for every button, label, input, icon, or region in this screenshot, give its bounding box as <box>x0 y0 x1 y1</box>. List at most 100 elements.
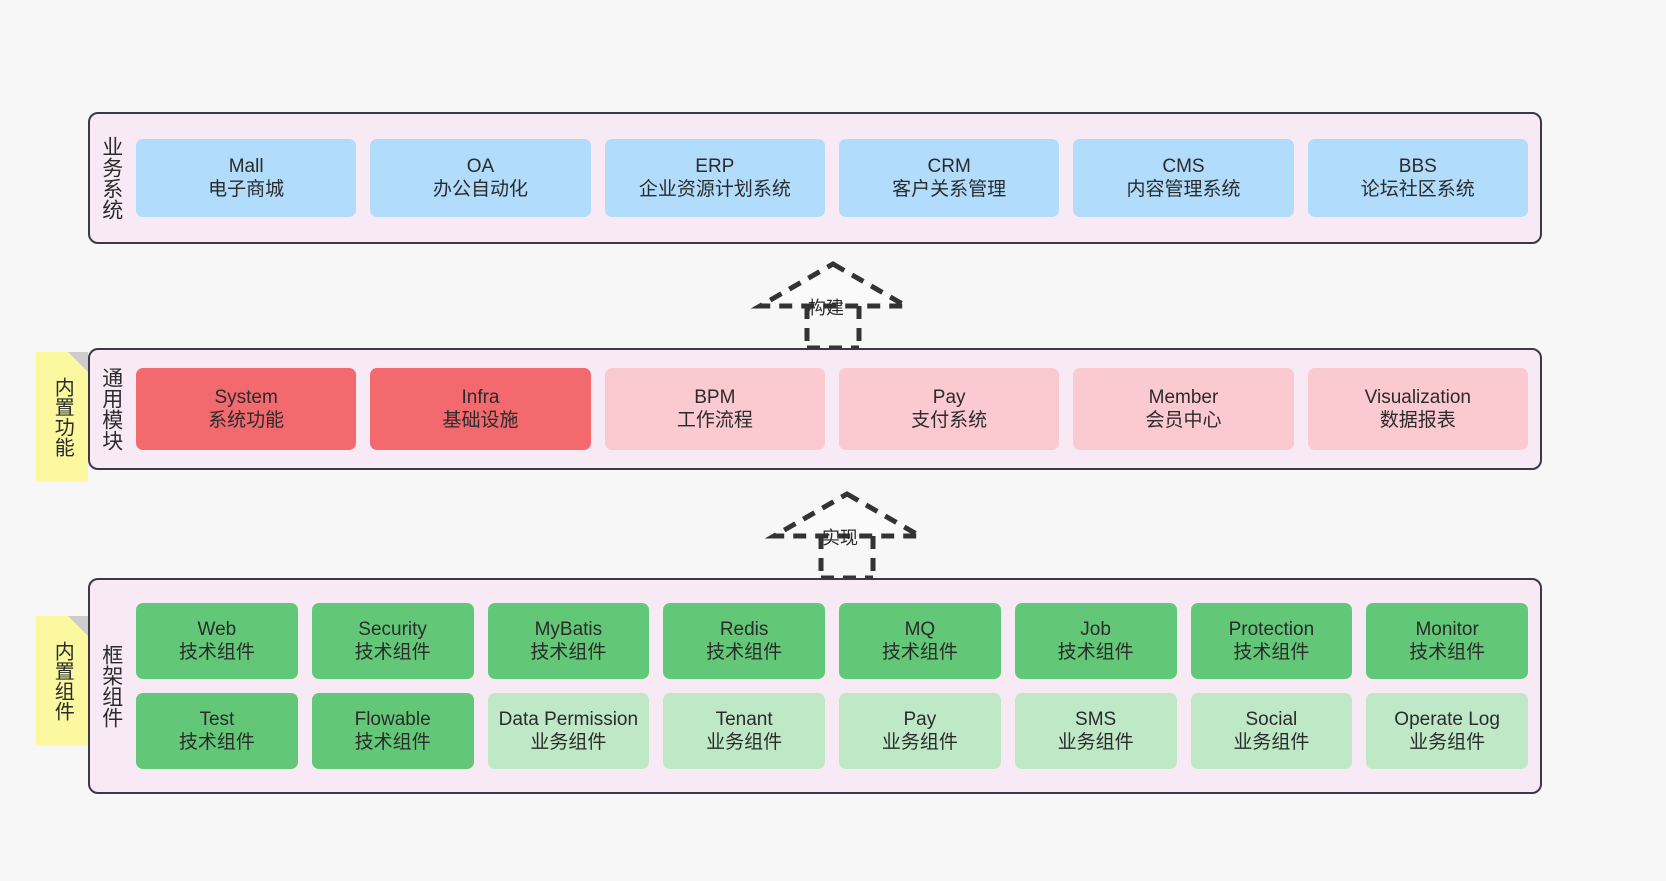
layer-framework-component-body: Web 技术组件 Security 技术组件 MyBatis 技术组件 Redi… <box>132 580 1540 792</box>
arrow-implement-glyph <box>764 491 930 581</box>
node-visualization-en: Visualization <box>1364 386 1471 408</box>
node-data-permission-cn: 业务组件 <box>530 732 607 753</box>
node-member-cn: 会员中心 <box>1145 410 1222 431</box>
node-security-cn: 技术组件 <box>354 642 431 663</box>
node-erp[interactable]: ERP 企业资源计划系统 <box>604 139 825 217</box>
node-infra[interactable]: Infra 基础设施 <box>370 368 591 450</box>
module-node-row: System 系统功能 Infra 基础设施 BPM 工作流程 Pay 支付系统… <box>136 368 1528 450</box>
node-protection-cn: 技术组件 <box>1233 642 1310 663</box>
node-mall-en: Mall <box>228 155 264 177</box>
node-member[interactable]: Member 会员中心 <box>1073 368 1294 450</box>
node-infra-en: Infra <box>461 386 500 408</box>
node-system-en: System <box>214 386 278 408</box>
node-mall-cn: 电子商城 <box>208 179 285 200</box>
node-flowable-en: Flowable <box>354 708 431 730</box>
node-mq[interactable]: MQ 技术组件 <box>839 603 1001 679</box>
note-builtin-component-text: 内置组件 <box>51 641 74 721</box>
node-infra-cn: 基础设施 <box>442 410 519 431</box>
node-data-permission[interactable]: Data Permission 业务组件 <box>487 693 650 769</box>
layer-framework-component-label: 框架组件 <box>99 644 123 728</box>
layer-common-module-label: 通用模块 <box>99 367 123 451</box>
note-fold-corner-icon <box>68 352 88 372</box>
arrow-build: 构建 <box>748 258 918 351</box>
note-fold-corner-icon <box>68 616 88 636</box>
node-test-en: Test <box>199 708 235 730</box>
node-crm[interactable]: CRM 客户关系管理 <box>838 139 1060 217</box>
node-sms-cn: 业务组件 <box>1057 732 1134 753</box>
node-sms[interactable]: SMS 业务组件 <box>1014 693 1177 769</box>
node-mybatis-en: MyBatis <box>534 618 603 640</box>
node-monitor-en: Monitor <box>1415 618 1479 640</box>
arrow-implement: 实现 <box>762 488 932 581</box>
arrow-implement-label: 实现 <box>822 528 858 548</box>
node-web-cn: 技术组件 <box>178 642 255 663</box>
node-mybatis-cn: 技术组件 <box>530 642 607 663</box>
node-tenant-en: Tenant <box>715 708 773 730</box>
node-pay-component-cn: 业务组件 <box>881 732 958 753</box>
node-flowable[interactable]: Flowable 技术组件 <box>311 693 474 769</box>
node-erp-en: ERP <box>695 155 735 177</box>
node-social-cn: 业务组件 <box>1233 732 1310 753</box>
node-mybatis[interactable]: MyBatis 技术组件 <box>487 603 650 679</box>
node-bbs-en: BBS <box>1398 155 1437 177</box>
node-oa[interactable]: OA 办公自动化 <box>370 139 591 217</box>
note-builtin-component: 内置组件 <box>36 616 88 746</box>
node-sms-en: SMS <box>1075 708 1117 730</box>
node-tenant[interactable]: Tenant 业务组件 <box>663 693 825 769</box>
node-pay-component-en: Pay <box>903 708 937 730</box>
node-tenant-cn: 业务组件 <box>706 732 783 753</box>
node-protection-en: Protection <box>1228 618 1315 640</box>
node-web-en: Web <box>197 618 237 640</box>
node-data-permission-en: Data Permission <box>498 708 639 730</box>
node-job-en: Job <box>1080 618 1111 640</box>
node-job[interactable]: Job 技术组件 <box>1014 603 1177 679</box>
arrow-build-label: 构建 <box>808 298 844 318</box>
node-crm-en: CRM <box>927 155 971 177</box>
node-test-cn: 技术组件 <box>178 732 255 753</box>
node-operate-log[interactable]: Operate Log 业务组件 <box>1366 693 1528 769</box>
node-system[interactable]: System 系统功能 <box>136 368 357 450</box>
node-redis-en: Redis <box>719 618 769 640</box>
node-monitor-cn: 技术组件 <box>1409 642 1486 663</box>
layer-business-system-body: Mall 电子商城 OA 办公自动化 ERP 企业资源计划系统 CRM 客户关系… <box>132 114 1540 242</box>
node-crm-cn: 客户关系管理 <box>892 179 1007 200</box>
layer-common-module: 通用模块 System 系统功能 Infra 基础设施 BPM 工作流程 Pay <box>88 348 1542 470</box>
node-social-en: Social <box>1245 708 1298 730</box>
node-pay-module-cn: 支付系统 <box>911 410 988 431</box>
node-social[interactable]: Social 业务组件 <box>1190 693 1353 769</box>
layer-business-system-label: 业务系统 <box>99 136 123 220</box>
framework-business-row: Test 技术组件 Flowable 技术组件 Data Permission … <box>136 693 1528 769</box>
framework-tech-row: Web 技术组件 Security 技术组件 MyBatis 技术组件 Redi… <box>136 603 1528 679</box>
node-pay-module[interactable]: Pay 支付系统 <box>838 368 1060 450</box>
node-cms[interactable]: CMS 内容管理系统 <box>1073 139 1294 217</box>
node-cms-cn: 内容管理系统 <box>1126 179 1241 200</box>
node-bpm-en: BPM <box>694 386 736 408</box>
node-bpm[interactable]: BPM 工作流程 <box>604 368 825 450</box>
node-web[interactable]: Web 技术组件 <box>136 603 298 679</box>
node-oa-en: OA <box>466 155 495 177</box>
node-bbs[interactable]: BBS 论坛社区系统 <box>1307 139 1528 217</box>
node-operate-log-en: Operate Log <box>1394 708 1500 730</box>
node-bbs-cn: 论坛社区系统 <box>1360 179 1475 200</box>
node-monitor[interactable]: Monitor 技术组件 <box>1366 603 1528 679</box>
node-mq-cn: 技术组件 <box>881 642 958 663</box>
node-system-cn: 系统功能 <box>208 410 285 431</box>
node-security[interactable]: Security 技术组件 <box>311 603 474 679</box>
node-bpm-cn: 工作流程 <box>676 410 753 431</box>
layer-framework-component: 框架组件 Web 技术组件 Security 技术组件 MyBatis 技术组件… <box>88 578 1542 794</box>
node-flowable-cn: 技术组件 <box>354 732 431 753</box>
layer-business-system: 业务系统 Mall 电子商城 OA 办公自动化 ERP 企业资源计划系统 CRM <box>88 112 1542 244</box>
node-pay-component[interactable]: Pay 业务组件 <box>839 693 1001 769</box>
business-node-row: Mall 电子商城 OA 办公自动化 ERP 企业资源计划系统 CRM 客户关系… <box>136 139 1528 217</box>
node-operate-log-cn: 业务组件 <box>1409 732 1486 753</box>
node-test[interactable]: Test 技术组件 <box>136 693 298 769</box>
node-redis[interactable]: Redis 技术组件 <box>663 603 825 679</box>
node-cms-en: CMS <box>1162 155 1205 177</box>
node-visualization[interactable]: Visualization 数据报表 <box>1307 368 1528 450</box>
node-protection[interactable]: Protection 技术组件 <box>1190 603 1353 679</box>
node-job-cn: 技术组件 <box>1057 642 1134 663</box>
node-security-en: Security <box>358 618 427 640</box>
node-mall[interactable]: Mall 电子商城 <box>136 139 357 217</box>
node-redis-cn: 技术组件 <box>706 642 783 663</box>
